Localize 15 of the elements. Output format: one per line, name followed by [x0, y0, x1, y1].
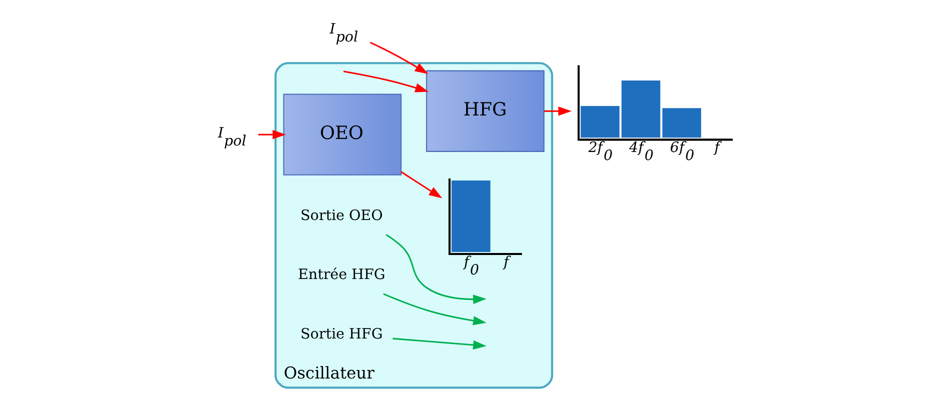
node-text: Sortie OEO [300, 208, 383, 224]
arrow [386, 234, 486, 304]
arrow [392, 338, 486, 350]
node-text: Sortie HFG [300, 326, 383, 342]
node-box: HFG [426, 70, 544, 152]
arrow [258, 130, 286, 140]
arrow [383, 293, 486, 326]
node-box: OEO [283, 94, 402, 176]
node-text: Entrée HFG [298, 267, 386, 284]
arrow [400, 171, 442, 198]
node-label: f [714, 140, 720, 156]
arrow [343, 70, 429, 92]
arrow [544, 106, 572, 116]
arrow [370, 42, 428, 74]
node-label: f [504, 254, 509, 270]
